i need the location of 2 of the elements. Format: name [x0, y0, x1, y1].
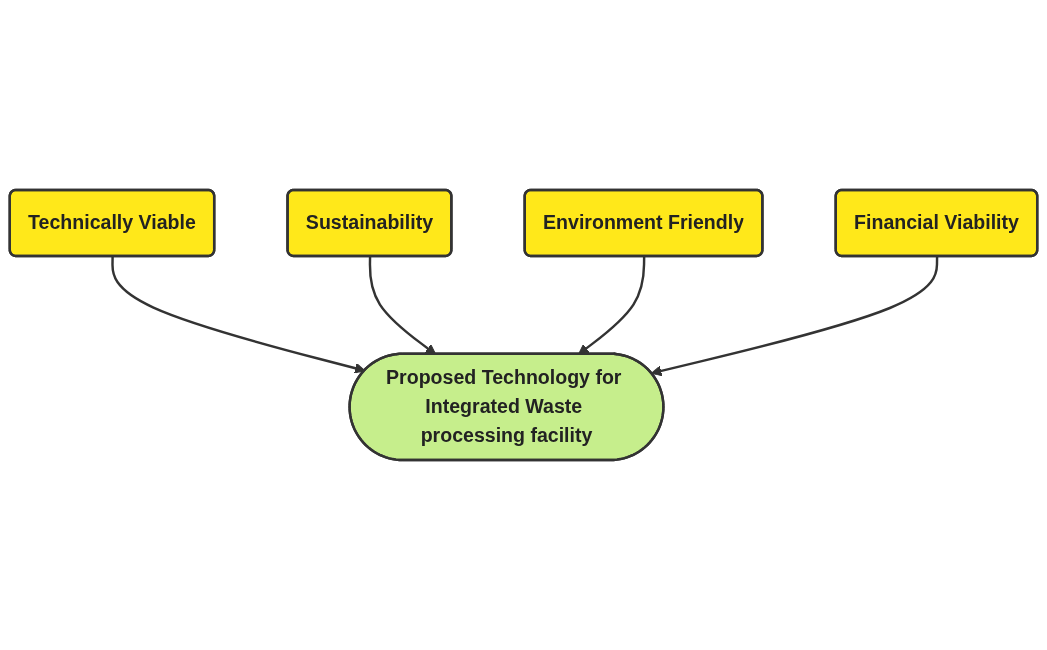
arrow	[111, 256, 366, 374]
arrow	[650, 256, 939, 377]
